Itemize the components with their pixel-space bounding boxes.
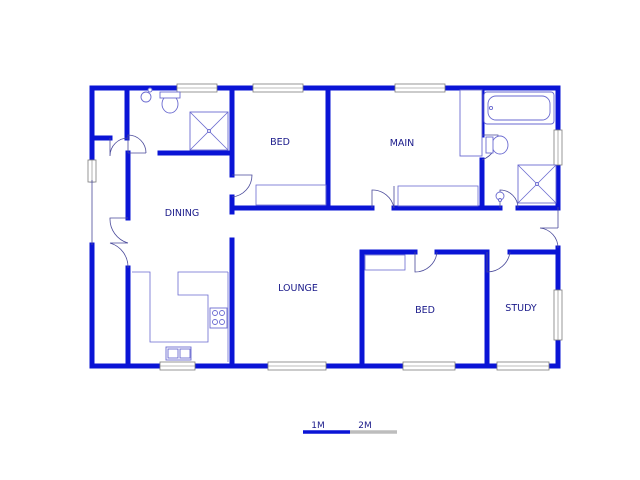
scale-label-1m: 1M <box>311 421 325 431</box>
room-label-dining: DINING <box>165 208 200 219</box>
kitchen <box>132 271 229 362</box>
room-label-study: STUDY <box>505 303 537 314</box>
room-labels: BED MAIN DINING LOUNGE BED STUDY <box>165 137 537 316</box>
left-bathroom-fixtures <box>140 87 229 151</box>
interior-walls <box>89 85 561 369</box>
room-label-bed-1: BED <box>270 137 290 148</box>
room-label-bed-2: BED <box>415 305 435 316</box>
windows <box>87 83 563 371</box>
scale-label-2m: 2M <box>358 421 372 431</box>
room-label-main: MAIN <box>390 138 415 149</box>
closets <box>255 184 479 271</box>
scale-bar: 1M 2M <box>303 421 397 434</box>
ensuite-fixtures <box>459 89 557 204</box>
room-label-lounge: LOUNGE <box>278 283 318 294</box>
